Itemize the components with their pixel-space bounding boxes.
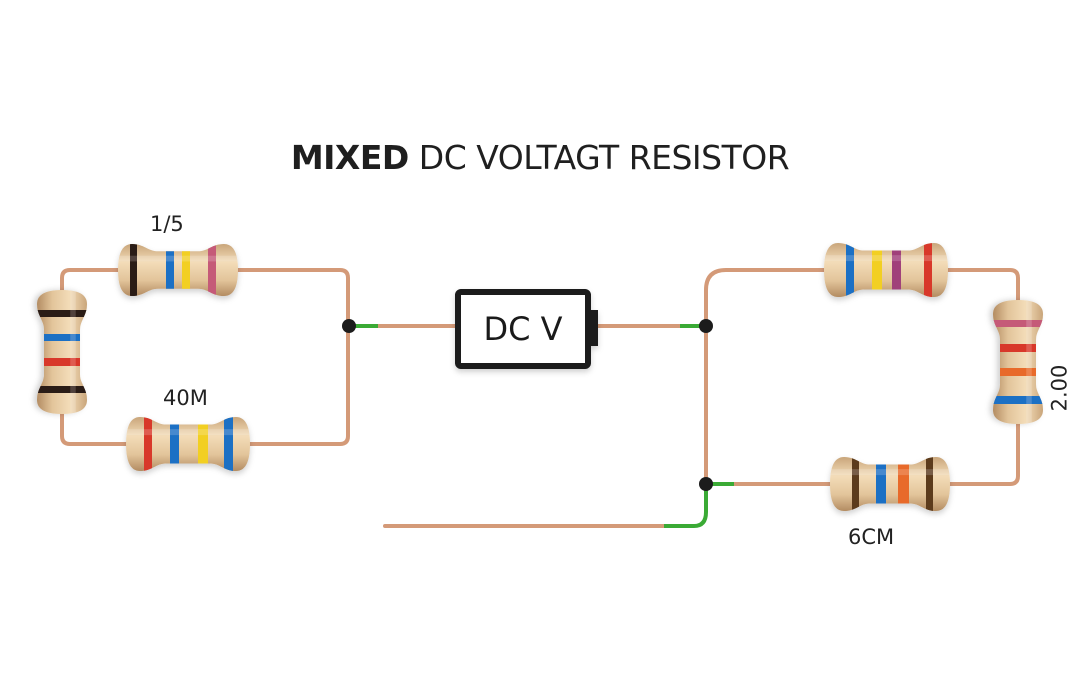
junction-node-right-bottom [699,477,713,491]
resistor-bottom-left-band-3 [198,417,208,471]
junction-node-left [342,319,356,333]
junction-node-right-top [699,319,713,333]
resistor-left-vertical-band-1 [37,310,87,317]
resistor-left-vertical [37,290,87,414]
resistor-top-right-band-4 [924,243,932,297]
resistor-right-vertical-band-4 [993,396,1043,404]
battery-label: DC V [483,310,563,348]
battery [455,289,598,369]
resistor-right-vertical-body [993,300,1043,424]
resistor-bottom-right [830,457,950,511]
wire-green-bottom [664,486,708,528]
label-r-top-left: 1/5 [150,212,184,236]
left-loop-wires [60,268,460,446]
resistor-top-right-band-1 [846,243,854,297]
battery-terminal [588,310,598,346]
resistor-top-left-band-4 [208,244,216,296]
wire-left-top-to-vertical [60,268,122,298]
wire-right-top-corner [942,268,1020,306]
resistor-right-vertical-band-2 [993,344,1043,352]
resistor-top-left [118,244,238,296]
resistors-group [37,243,1043,511]
resistor-top-right-band-3 [892,243,901,297]
resistor-right-vertical-band-1 [993,320,1043,327]
resistor-bottom-right-band-2 [876,457,886,511]
resistor-left-vertical-band-2 [37,334,87,341]
wire-right-bottom-corner [946,418,1020,486]
title-rest: DC VOLTAGT RESISTOR [408,138,790,177]
resistor-top-left-band-1 [130,244,137,296]
label-r-bottom-left: 40M [163,386,208,410]
wire-right-top [704,268,830,328]
diagram-title: MIXED DC VOLTAGT RESISTOR [0,138,1080,177]
resistor-bottom-left [126,417,250,471]
resistor-bottom-left-band-4 [224,417,233,471]
right-network-wires [383,268,1020,528]
resistor-left-vertical-band-4 [37,386,87,393]
resistor-top-left-band-2 [166,244,174,296]
resistor-right-vertical [993,300,1043,424]
resistor-top-right-band-2 [872,243,882,297]
wire-left-vertical-to-bottom [60,408,132,446]
resistor-left-vertical-body [37,290,87,414]
resistor-top-left-band-3 [182,244,190,296]
wire-left-right-side [234,268,350,446]
resistor-bottom-right-band-3 [898,457,909,511]
resistor-bottom-left-band-2 [170,417,179,471]
resistor-top-right [824,243,948,297]
resistor-bottom-left-band-1 [144,417,152,471]
resistor-bottom-right-band-4 [926,457,933,511]
resistor-bottom-right-band-1 [852,457,859,511]
resistor-right-vertical-band-3 [993,368,1043,376]
label-r-right-vertical: 2.00 [1047,364,1072,412]
resistor-left-vertical-band-3 [37,358,87,366]
title-bold-part: MIXED [290,138,410,177]
label-r-bottom-right: 6CM [848,525,895,549]
